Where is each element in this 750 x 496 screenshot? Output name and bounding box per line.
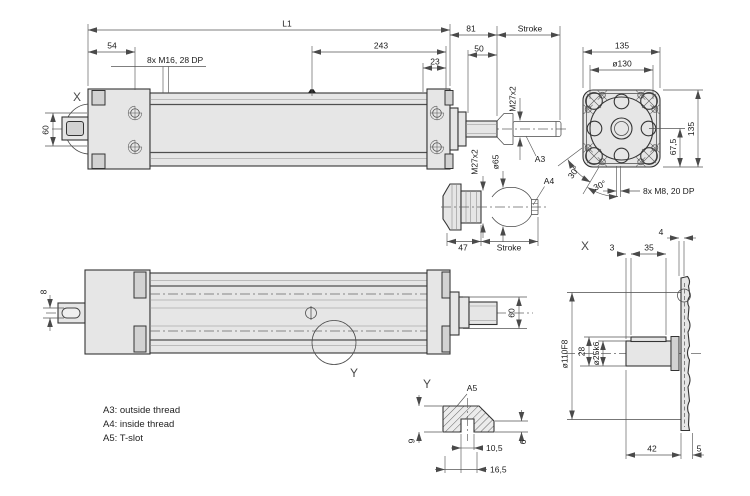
dim-l1-label: L1 <box>282 19 292 29</box>
top-view-dimensions: 8 60 Y <box>39 289 527 380</box>
dim-6-label: 6 <box>518 439 528 444</box>
dim-10-5-label: 10,5 <box>486 443 503 453</box>
flange-dimensions: 135 ø130 135 67,5 30° 30° 8x M8, 20 DP <box>557 41 703 200</box>
flange-front-view: 135 ø130 135 67,5 30° 30° 8x M8, 20 DP <box>557 41 703 200</box>
dim-30b-label: 30° <box>592 178 608 192</box>
callout-a4: A4 <box>544 176 555 186</box>
detail-y-label: Y <box>350 366 358 380</box>
thread-note-m8: 8x M8, 20 DP <box>643 186 695 196</box>
screw-hole-symbols <box>127 105 445 155</box>
dim-16-5-label: 16,5 <box>490 465 507 475</box>
legend-notes: A3: outside thread A4: inside thread A5:… <box>103 405 180 444</box>
dim-9-label: 9 <box>407 438 417 443</box>
dim-243-label: 243 <box>374 41 388 51</box>
dim-35-label: 35 <box>644 243 654 253</box>
detail-y-circle <box>311 320 357 365</box>
corner-holes <box>585 92 658 165</box>
rod-end-detail: M27x2 ø65 A4 47 Stroke <box>441 149 554 253</box>
socket-outline <box>491 187 539 227</box>
dim-81-label: 81 <box>466 24 476 34</box>
dim-135w-label: 135 <box>615 41 629 51</box>
dim-30a-label: 30° <box>566 164 582 180</box>
dim-stroke2-label: Stroke <box>497 243 522 253</box>
dim-m27-detail-label: M27x2 <box>470 149 480 175</box>
side-view: L1 54 8x M16, 28 DP 243 23 81 Stroke 50 <box>41 19 568 170</box>
dim-4-label: 4 <box>659 227 664 237</box>
detail-x-label: X <box>73 90 81 104</box>
dim-28-label: 28 <box>577 347 587 357</box>
detail-y-view: Y A5 9 6 10,5 16,5 <box>407 377 528 475</box>
dim-54-label: 54 <box>107 41 117 51</box>
note-a3: A3: outside thread <box>103 405 180 416</box>
dim-stroke-label: Stroke <box>518 24 543 34</box>
dim-8-label: 8 <box>39 289 49 294</box>
dim-5-label: 5 <box>697 444 702 454</box>
dim-42-label: 42 <box>647 444 657 454</box>
thread-note-m16: 8x M16, 28 DP <box>147 55 204 65</box>
dim-3-label: 3 <box>610 243 615 253</box>
side-view-dimensions: L1 54 8x M16, 28 DP 243 23 81 Stroke 50 <box>41 19 561 164</box>
detail-x-title: X <box>581 239 589 253</box>
dim-135h-label: 135 <box>686 122 696 136</box>
extended-rod-outline <box>496 113 562 145</box>
dim-60-rod-label: 60 <box>507 308 517 318</box>
dim-50-label: 50 <box>474 44 484 54</box>
detail-y-dimensions: 9 6 10,5 16,5 <box>407 395 528 475</box>
dim-m27-label: M27x2 <box>508 86 518 112</box>
dim-67-5-label: 67,5 <box>668 138 678 155</box>
rod-detail-dimensions: M27x2 ø65 A4 47 Stroke <box>446 149 555 253</box>
callout-a3: A3 <box>535 154 546 164</box>
note-a5: A5: T-slot <box>103 433 143 444</box>
detail-y-title: Y <box>423 377 431 391</box>
dim-60-rear-label: 60 <box>41 125 51 135</box>
dim-47-label: 47 <box>458 243 468 253</box>
m8-thread-symbols <box>583 90 660 167</box>
dim-130-label: ø130 <box>612 59 632 69</box>
dim-65-label: ø65 <box>491 154 501 169</box>
dim-25k6-label: ø25k6 <box>591 341 601 365</box>
detail-x-dimensions: 4 3 35 ø110F8 28 ø25k6 42 5 <box>560 227 704 459</box>
top-view: 8 60 Y <box>39 269 533 380</box>
dim-23-label: 23 <box>430 57 440 67</box>
dim-110f8-label: ø110F8 <box>560 339 570 368</box>
detail-x-view: X 4 3 35 ø110F8 28 <box>560 227 704 459</box>
callout-a5: A5 <box>467 383 478 393</box>
note-a4: A4: inside thread <box>103 419 174 430</box>
